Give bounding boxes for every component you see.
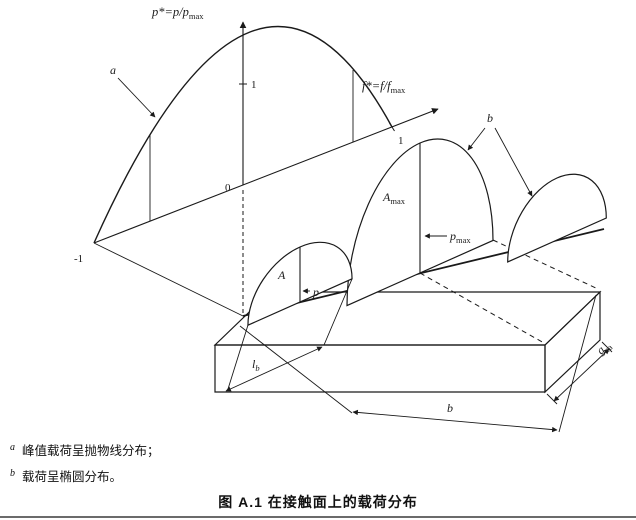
load-ellipses xyxy=(248,110,606,325)
footnote-a: a 峰值载荷呈抛物线分布； xyxy=(10,440,160,459)
area-amax-label: Amax xyxy=(382,190,406,206)
parabola-and-axes xyxy=(93,21,439,244)
f-axis-label: f*=f/fmax xyxy=(362,79,406,95)
f-axis xyxy=(93,108,439,244)
extension-line xyxy=(239,325,353,414)
f-one-tick-mark xyxy=(389,122,395,132)
footnote-marker: a xyxy=(10,441,15,453)
area-a-label: A xyxy=(277,268,286,282)
parabola-curve xyxy=(93,25,393,244)
p-axis-label: p*=p/pmax xyxy=(151,5,204,21)
pressure-pmax-label: pmax xyxy=(449,229,471,245)
extension-line xyxy=(546,393,558,405)
leader-lines xyxy=(117,77,533,294)
gca-dimension-line xyxy=(553,348,610,402)
page-bottom-rule xyxy=(0,516,636,518)
b-callout-leader-2 xyxy=(494,127,533,197)
plate-right-face xyxy=(544,290,601,394)
extension-line xyxy=(227,324,249,390)
ellipse-callout-label: b xyxy=(487,111,493,125)
hidden-edge-line xyxy=(419,272,545,344)
f-axis-minus-one-label: -1 xyxy=(74,253,83,265)
p-axis-one-label: 1 xyxy=(251,79,257,91)
axis-plane-connector-line xyxy=(93,242,244,317)
b-callout-leader-1 xyxy=(467,127,486,151)
extension-line xyxy=(601,341,613,353)
footnote-marker: b xyxy=(10,467,15,479)
lb-dimension-label: lb xyxy=(252,357,260,373)
dimensions xyxy=(225,278,613,433)
lb-dimension-line xyxy=(225,346,323,392)
f-axis-one-label: 1 xyxy=(398,135,404,147)
ellipse-right xyxy=(508,156,607,262)
extension-line xyxy=(558,294,597,433)
footnote-text: 载荷呈椭圆分布。 xyxy=(22,470,123,484)
plate-front-face xyxy=(214,344,546,393)
footnote-b: b 载荷呈椭圆分布。 xyxy=(10,466,122,485)
footnote-text: 峰值载荷呈抛物线分布； xyxy=(22,444,160,458)
parabola-callout-label: a xyxy=(110,63,116,77)
extension-line xyxy=(323,278,353,346)
pressure-p-label: p xyxy=(312,285,319,299)
b-dimension-line xyxy=(352,409,558,433)
a-callout-leader xyxy=(117,77,156,118)
gca-dimension-label: gca xyxy=(593,338,614,359)
figure-caption: 图 A.1 在接触面上的载荷分布 xyxy=(218,494,418,510)
origin-label: 0 xyxy=(225,182,231,194)
b-dimension-label: b xyxy=(447,401,453,415)
